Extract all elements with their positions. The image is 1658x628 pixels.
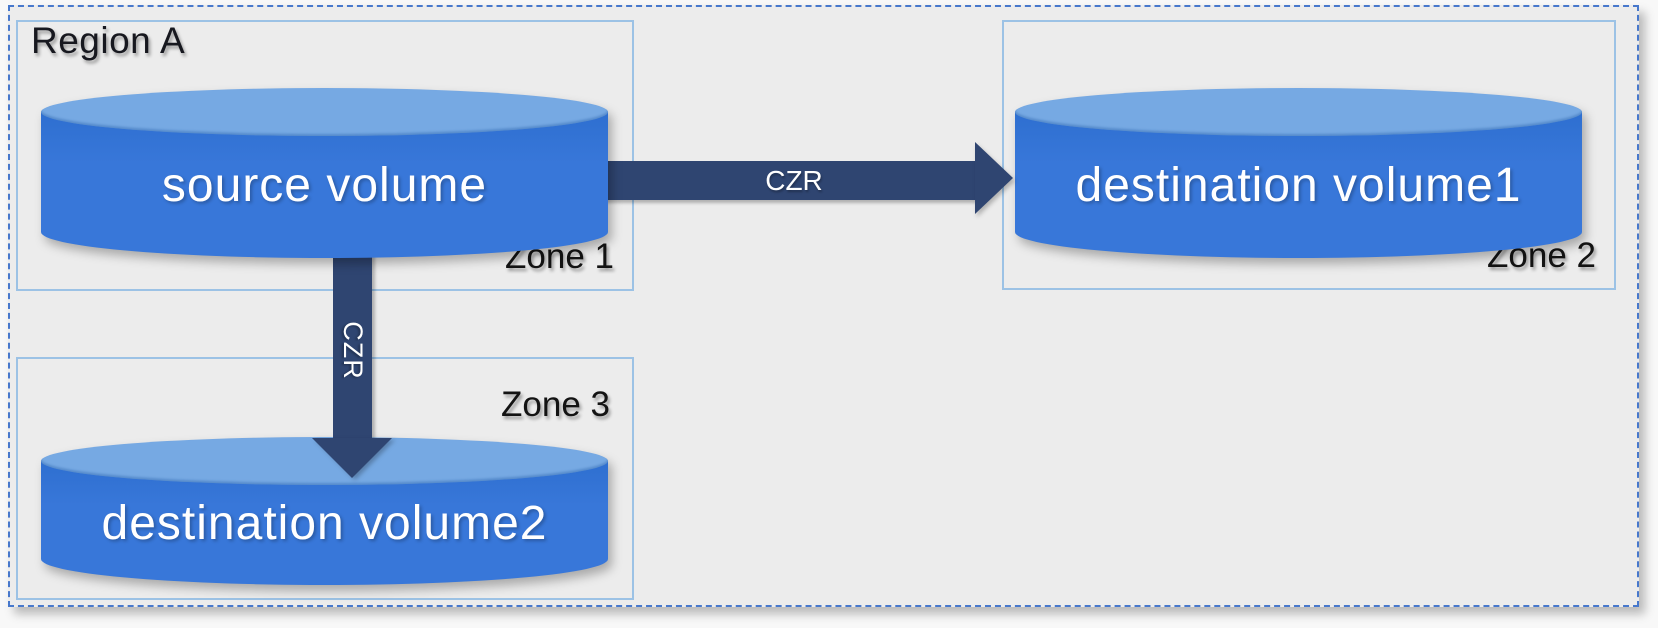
source-volume-label: source volume (161, 158, 488, 212)
destination-volume2-label: destination volume2 (101, 496, 548, 550)
cylinder-top-ellipse (1015, 88, 1582, 136)
source-volume-cylinder: source volume (41, 88, 608, 258)
destination-volume1-cylinder: destination volume1 (1015, 88, 1582, 258)
horizontal-arrow-czr-label: CZR (765, 164, 823, 196)
cylinder-body (1015, 112, 1582, 258)
region-label: Region A (31, 20, 186, 61)
zone3-box: Zone 3 (16, 357, 634, 600)
vertical-arrow-shaft (333, 240, 372, 438)
vertical-arrow-czr-text: CZR (338, 320, 368, 380)
horizontal-arrow-head-icon (975, 142, 1013, 214)
vertical-arrow-head-icon (312, 438, 392, 478)
cylinder-top-ellipse (41, 88, 608, 136)
vertical-arrow-czr-label: CZR (333, 295, 372, 405)
destination-volume1-label: destination volume1 (1075, 158, 1522, 212)
horizontal-arrow-shaft (575, 161, 975, 200)
zone3-label: Zone 3 (501, 385, 610, 424)
cylinder-body (41, 112, 608, 258)
